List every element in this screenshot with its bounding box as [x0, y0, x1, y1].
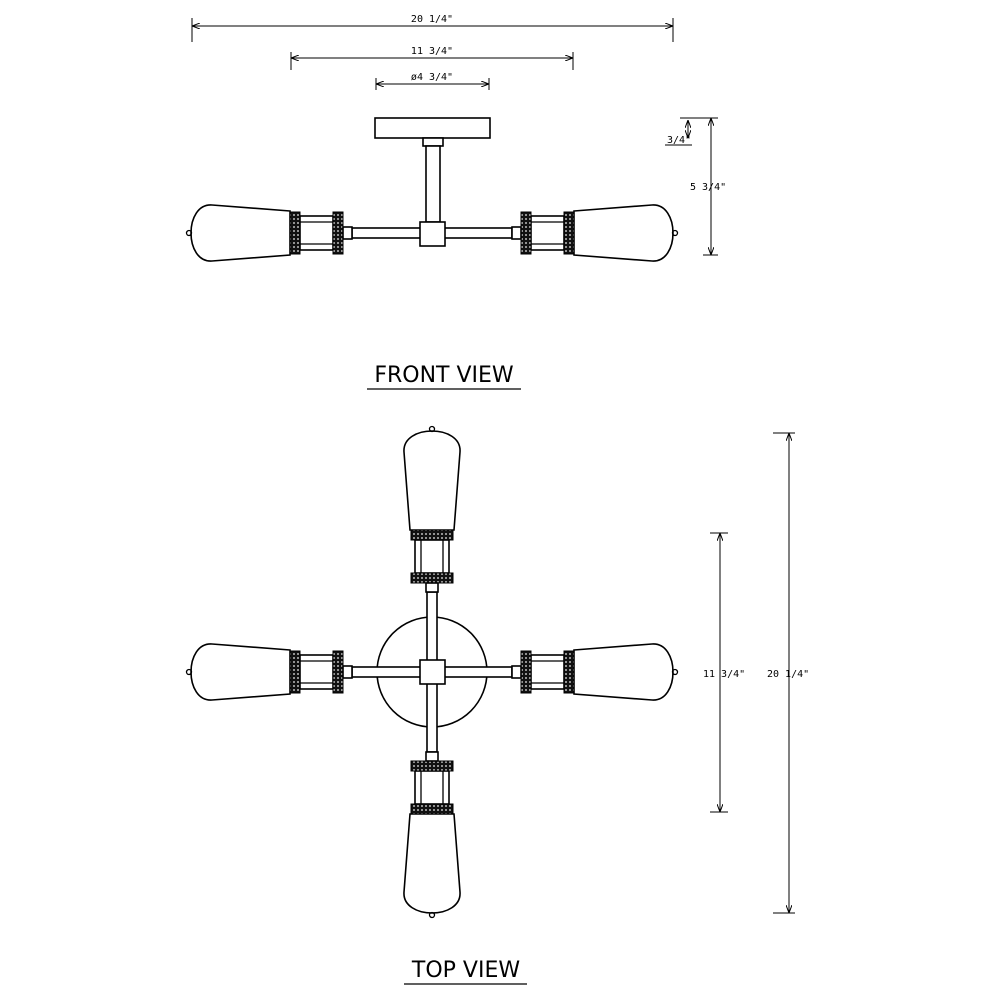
dimension-arm-span: 11 3/4" — [703, 532, 745, 813]
lamp-bottom — [403, 751, 461, 919]
lamp-left — [185, 643, 353, 701]
lamp-right — [511, 204, 679, 262]
dim-label: ø4 3/4" — [411, 72, 453, 83]
dim-label: 11 3/4" — [703, 669, 745, 680]
lamp-left — [185, 204, 353, 262]
lamp-right — [511, 643, 679, 701]
front-view: 20 1/4" 11 3/4" ø4 3/4" 3/4" 5 3/4" FRON… — [185, 14, 726, 390]
dim-label: 5 3/4" — [690, 182, 726, 193]
dimension-canopy-diameter: ø4 3/4" — [375, 72, 490, 90]
view-title: FRONT VIEW — [374, 363, 514, 388]
center-block — [419, 659, 446, 685]
view-title: TOP VIEW — [411, 958, 520, 983]
center-block — [419, 221, 446, 247]
canopy — [374, 117, 491, 139]
lamp-top — [403, 425, 461, 593]
top-view: 11 3/4" 20 1/4" TOP VIEW — [185, 425, 809, 985]
dim-label: 11 3/4" — [411, 46, 453, 57]
dimension-overall-width: 20 1/4" — [191, 14, 674, 42]
dimension-arm-span: 11 3/4" — [290, 46, 574, 70]
dimension-overall-width: 20 1/4" — [767, 432, 809, 914]
dim-label: 20 1/4" — [767, 669, 809, 680]
dimension-overall-height: 5 3/4" — [690, 118, 726, 256]
dim-label: 3/4" — [667, 135, 691, 146]
stem — [425, 145, 441, 223]
dimension-canopy-height: 3/4" — [665, 117, 718, 146]
dim-label: 20 1/4" — [411, 14, 453, 25]
